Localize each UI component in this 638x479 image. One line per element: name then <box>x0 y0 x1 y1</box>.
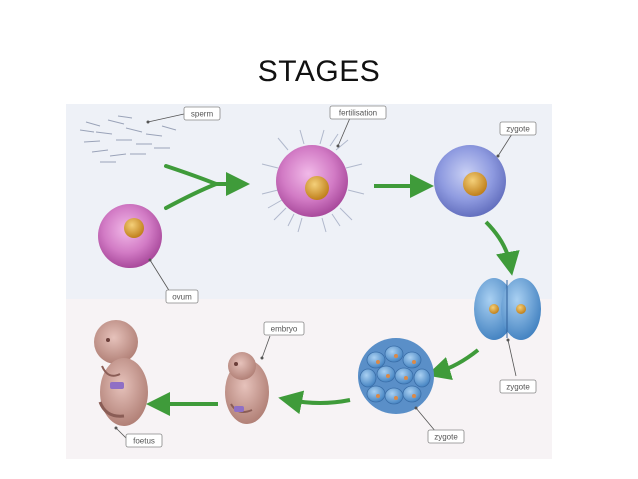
arrow-to-embryo <box>278 390 351 415</box>
ovum-cell <box>98 204 162 268</box>
lower-panel-background <box>66 299 552 459</box>
arrow-to-two-cell <box>484 220 520 276</box>
stages-diagram: sperm ovum fertilis <box>66 105 552 459</box>
zygote-cell <box>434 145 506 217</box>
foetus-label-callout: foetus <box>114 426 163 448</box>
label-sperm: sperm <box>191 110 214 119</box>
label-ovum: ovum <box>172 293 192 302</box>
arrow-to-morula <box>426 348 480 381</box>
fertilisation-label-callout: fertilisation <box>329 105 387 148</box>
fertilisation-cell <box>261 129 365 233</box>
two-cell-zygote <box>474 278 541 340</box>
embryo-label-callout: embryo <box>260 321 305 360</box>
zygote-label-callout-3: zygote <box>414 406 465 444</box>
label-fertilisation: fertilisation <box>339 109 377 118</box>
label-embryo: embryo <box>271 325 298 334</box>
label-zygote-3: zygote <box>434 433 458 442</box>
label-foetus: foetus <box>133 437 155 446</box>
sperm-cluster-illustration <box>79 115 177 163</box>
zygote-label-callout-2: zygote <box>499 338 537 394</box>
foetus-illustration <box>94 320 148 426</box>
label-zygote-2: zygote <box>506 383 530 392</box>
slide-title: STAGES <box>257 55 381 88</box>
label-zygote-1: zygote <box>506 125 530 134</box>
stages-diagram-panel: sperm ovum fertilis <box>66 104 552 459</box>
zygote-label-callout-1: zygote <box>496 121 537 158</box>
sperm-label-callout: sperm <box>146 106 221 124</box>
ovum-label-callout: ovum <box>148 258 199 304</box>
converging-arrow <box>164 164 250 210</box>
embryo-illustration <box>225 352 269 424</box>
morula-cluster <box>358 338 434 414</box>
